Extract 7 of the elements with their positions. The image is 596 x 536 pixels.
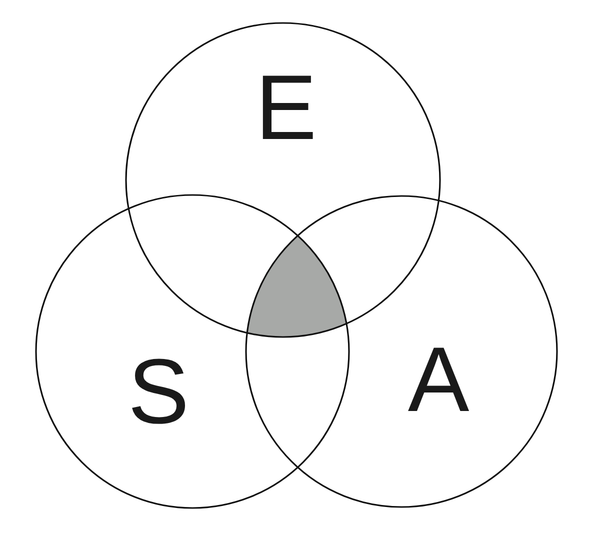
set-circle bbox=[35, 194, 350, 508]
set-circle bbox=[125, 22, 441, 338]
shaded-intersection bbox=[247, 235, 347, 337]
set-label: A bbox=[408, 334, 470, 426]
set-label: E bbox=[255, 62, 317, 154]
set-label: S bbox=[128, 346, 190, 438]
set-circle bbox=[245, 194, 558, 508]
